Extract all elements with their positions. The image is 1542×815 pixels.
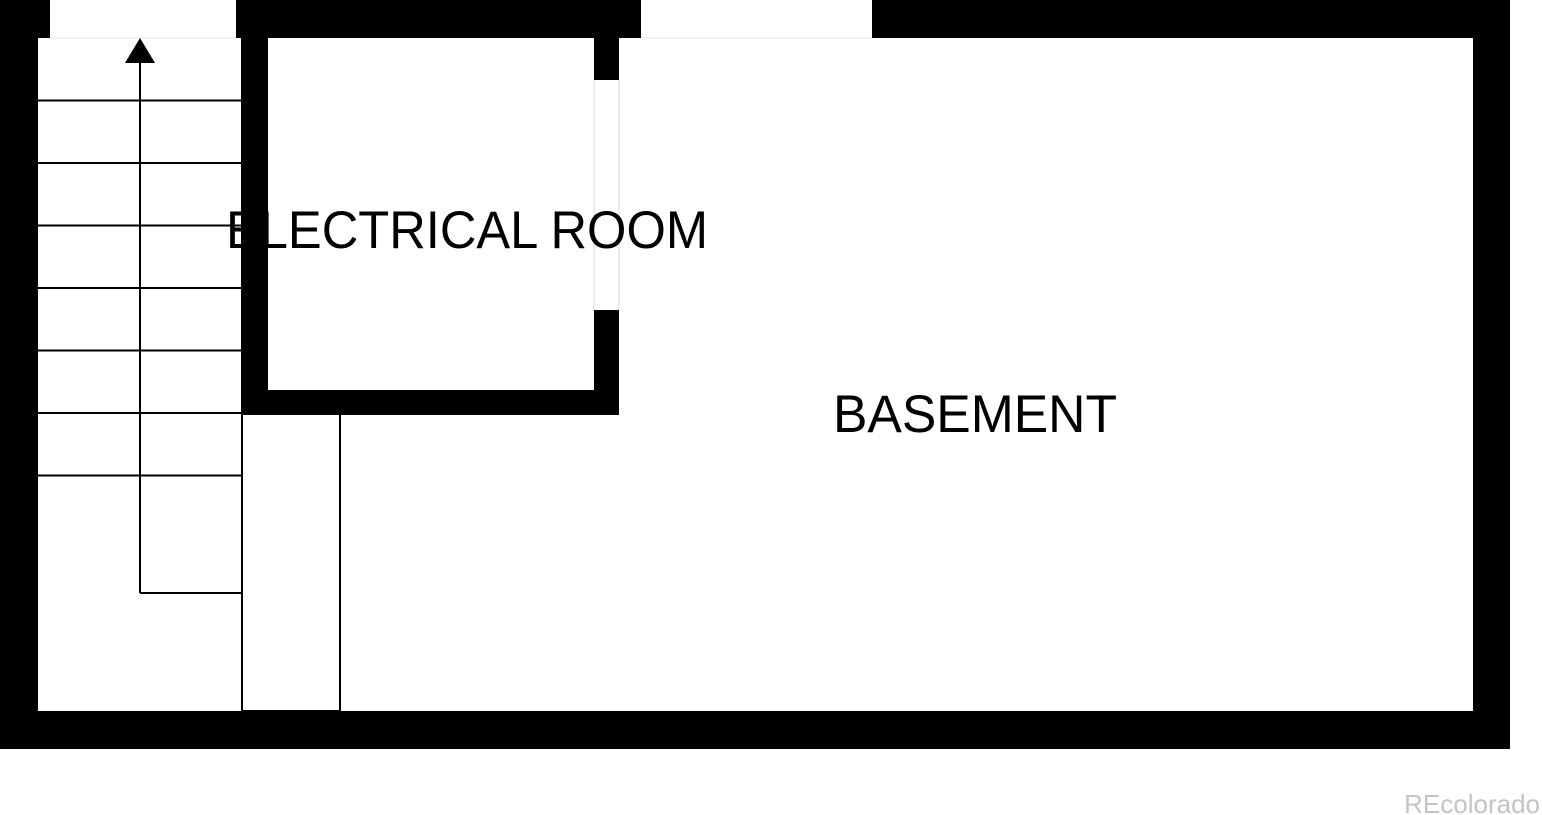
electrical-wall-right-lower [594, 310, 619, 415]
wall-top-middle [236, 0, 641, 38]
stairs-up-arrow-icon [125, 38, 155, 63]
wall-top-left-stub [0, 0, 50, 38]
room-label-electrical: ELECTRICAL ROOM [226, 201, 708, 260]
landing-closet [243, 415, 341, 712]
door-opening [593, 80, 620, 310]
wall-bottom [0, 711, 1510, 749]
exterior-walls [0, 0, 1510, 749]
electrical-wall-left [243, 38, 268, 415]
wall-right [1473, 0, 1510, 749]
electrical-wall-bottom [243, 390, 619, 415]
room-label-basement: BASEMENT [833, 385, 1117, 444]
stairs [38, 38, 243, 711]
electrical-wall-right-upper [594, 38, 619, 80]
electrical-room-walls [243, 38, 619, 415]
watermark: REcolorado [1404, 789, 1540, 815]
wall-left [0, 0, 38, 749]
wall-top-right [872, 0, 1510, 38]
